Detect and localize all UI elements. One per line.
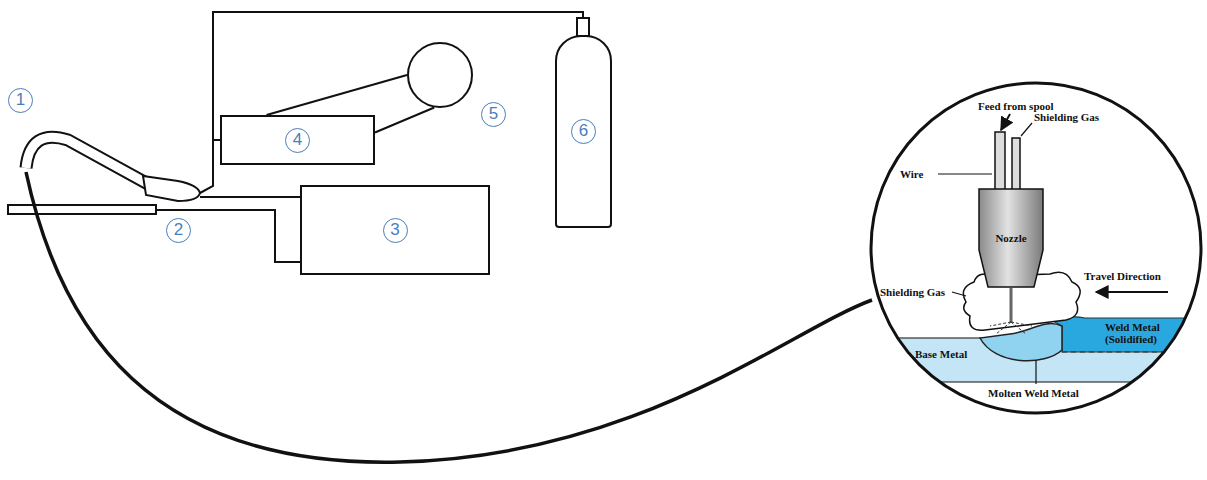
part-label: Shielding Gas [1034, 111, 1099, 123]
callout-number: 3 [383, 218, 408, 243]
drive-link [267, 75, 408, 115]
wire-feeder-box: 4 [220, 115, 375, 165]
inset-detail [860, 114, 1207, 384]
workpiece [8, 205, 156, 214]
welding-nozzle: Nozzle [978, 188, 1044, 288]
part-label: Shielding Gas [880, 286, 945, 298]
wire-spool: 5 [407, 42, 473, 108]
welding-torch [26, 137, 200, 201]
part-label: Molten Weld Metal [988, 387, 1079, 399]
callout-number: 1 [8, 88, 33, 113]
part-label: Feed from spool [978, 100, 1054, 112]
part-label: Weld Metal (Solidified) [1105, 321, 1171, 345]
callout-line [26, 172, 872, 462]
drive-link [375, 107, 434, 132]
part-label: Wire [900, 168, 923, 180]
gas-cylinder: 6 [555, 35, 612, 228]
callout-number: 6 [571, 119, 596, 144]
part-label: Travel Direction [1084, 270, 1161, 282]
part-label: Nozzle [995, 232, 1026, 244]
cylinder-valve [577, 18, 589, 36]
inset-circle [871, 83, 1201, 413]
callout-number: 5 [481, 102, 506, 127]
part-label: Base Metal [915, 348, 967, 360]
power-source-box: 3 [300, 185, 490, 275]
callout-number: 4 [285, 128, 310, 153]
callout-number: 2 [166, 218, 191, 243]
